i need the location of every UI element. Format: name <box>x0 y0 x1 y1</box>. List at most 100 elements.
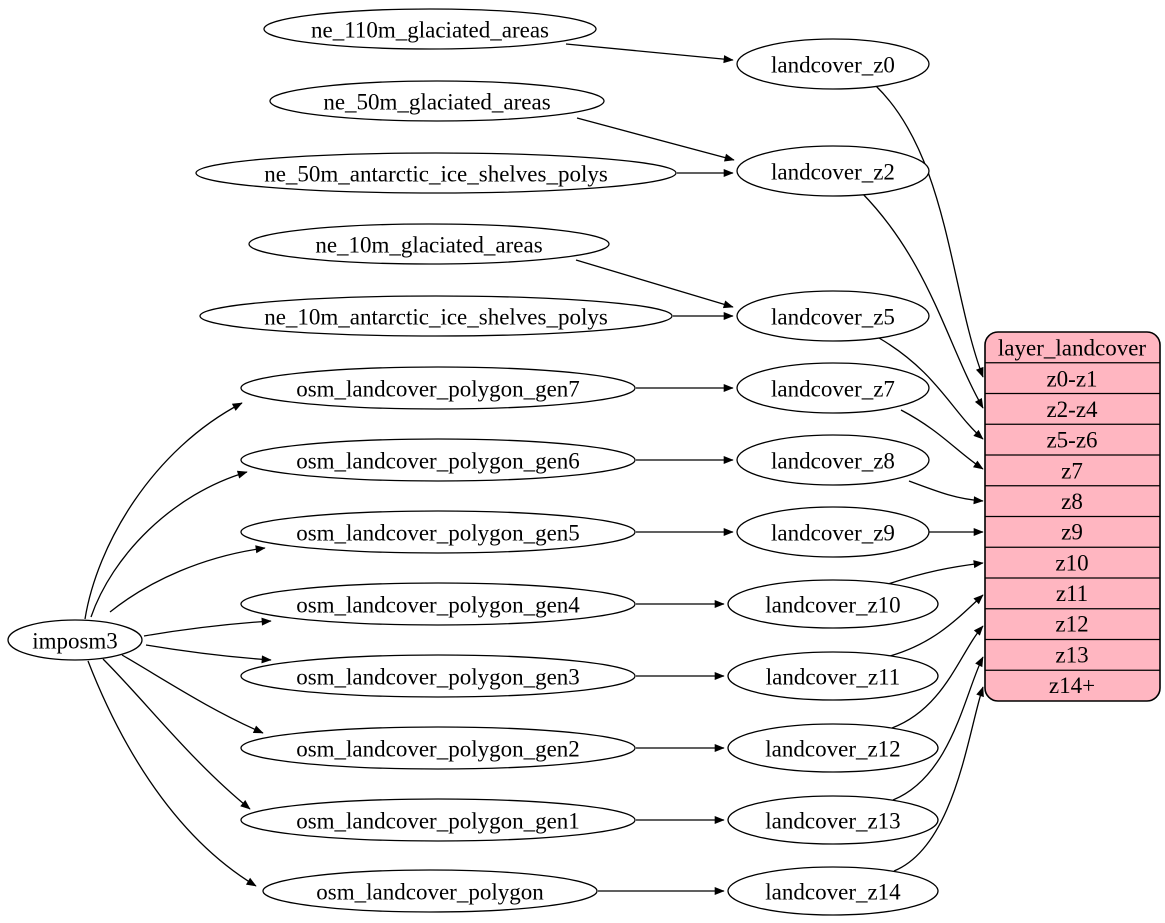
node-ne-10m-antarctic-ice-shelves-polys: ne_10m_antarctic_ice_shelves_polys <box>199 295 673 337</box>
node-landcover-z8: landcover_z8 <box>736 434 930 486</box>
node-shape <box>727 795 939 845</box>
node-shape <box>240 438 636 482</box>
table-title: layer_landcover <box>998 336 1146 361</box>
node-shape <box>736 290 930 342</box>
node-label: landcover_z0 <box>771 53 895 78</box>
node-landcover-z12: landcover_z12 <box>727 723 939 773</box>
node-label: landcover_z13 <box>765 809 900 834</box>
node-label: osm_landcover_polygon_gen3 <box>296 665 580 690</box>
node-label: osm_landcover_polygon_gen1 <box>296 809 580 834</box>
node-label: landcover_z14 <box>765 880 901 905</box>
edge-ne-110m-glaciated-areas-to-landcover-z0 <box>565 43 734 64</box>
node-osm-landcover-polygon-gen4: osm_landcover_polygon_gen4 <box>240 582 636 626</box>
node-landcover-z0: landcover_z0 <box>736 38 930 90</box>
edge-ne-10m-glaciated-areas-to-landcover-z5 <box>575 259 734 309</box>
node-label: osm_landcover_polygon_gen6 <box>296 449 580 474</box>
node-landcover-z13: landcover_z13 <box>727 795 939 845</box>
node-label: ne_10m_glaciated_areas <box>315 233 542 258</box>
node-shape <box>727 579 939 629</box>
node-osm-landcover-polygon: osm_landcover_polygon <box>262 869 598 913</box>
node-shape <box>736 38 930 90</box>
node-label: osm_landcover_polygon <box>316 880 544 905</box>
node-shape <box>736 145 930 197</box>
node-label: landcover_z5 <box>771 305 895 330</box>
edge-landcover-z0-to-row-z0-z1 <box>875 85 984 378</box>
table-row-z13: z13 <box>1055 643 1088 668</box>
table-row-z2-z4: z2-z4 <box>1046 397 1098 422</box>
node-ne-110m-glaciated-areas: ne_110m_glaciated_areas <box>263 8 597 50</box>
edge-landcover-z5-to-row-z5-z6 <box>878 337 984 440</box>
node-ne-50m-glaciated-areas: ne_50m_glaciated_areas <box>269 80 605 122</box>
table-row-z11: z11 <box>1056 581 1088 606</box>
node-shape <box>7 619 143 661</box>
node-label: landcover_z11 <box>766 665 901 690</box>
table-row-z12: z12 <box>1055 612 1088 637</box>
table-row-z0-z1: z0-z1 <box>1046 367 1097 392</box>
edge-landcover-z2-to-row-z2-z4 <box>860 191 984 409</box>
node-landcover-z7: landcover_z7 <box>736 362 930 414</box>
node-osm-landcover-polygon-gen6: osm_landcover_polygon_gen6 <box>240 438 636 482</box>
table-row-z10: z10 <box>1055 551 1088 576</box>
edge-imposm3-to-gen3 <box>145 644 272 664</box>
node-shape <box>240 582 636 626</box>
edge-landcover-z14-to-row-z14plus <box>893 686 984 872</box>
node-shape <box>727 651 939 701</box>
node-label: osm_landcover_polygon_gen2 <box>296 737 580 762</box>
edge-landcover-z10-to-row-z10 <box>887 560 984 585</box>
table-layer-landcover: layer_landcover z0-z1 z2-z4 z5-z6 z7 z8 … <box>984 331 1161 702</box>
edge-imposm3-to-gen2 <box>121 654 264 734</box>
node-landcover-z5: landcover_z5 <box>736 290 930 342</box>
node-landcover-z9: landcover_z9 <box>736 506 930 558</box>
node-shape <box>727 866 939 916</box>
node-label: landcover_z2 <box>771 160 895 185</box>
node-shape <box>240 726 636 770</box>
node-label: ne_10m_antarctic_ice_shelves_polys <box>264 305 608 330</box>
edge-imposm3-to-gen4 <box>143 617 272 637</box>
node-landcover-z14: landcover_z14 <box>727 866 939 916</box>
edge-landcover-z12-to-row-z12 <box>891 625 984 729</box>
node-label: landcover_z10 <box>765 593 900 618</box>
node-shape <box>269 80 605 122</box>
edge-imposm3-to-gen5 <box>109 545 266 613</box>
edge-landcover-z8-to-row-z8 <box>908 480 984 505</box>
node-shape <box>240 654 636 698</box>
edge-imposm3-to-gen7 <box>84 402 243 620</box>
node-osm-landcover-polygon-gen2: osm_landcover_polygon_gen2 <box>240 726 636 770</box>
node-shape <box>736 362 930 414</box>
node-label: imposm3 <box>32 629 118 654</box>
node-landcover-z10: landcover_z10 <box>727 579 939 629</box>
node-shape <box>736 434 930 486</box>
table-row-z14plus: z14+ <box>1049 673 1095 698</box>
node-shape <box>727 723 939 773</box>
node-label: ne_50m_glaciated_areas <box>323 90 550 115</box>
node-shape <box>248 223 610 265</box>
node-osm-landcover-polygon-gen7: osm_landcover_polygon_gen7 <box>240 366 636 410</box>
table-row-z8: z8 <box>1061 489 1083 514</box>
node-shape <box>736 506 930 558</box>
node-label: landcover_z12 <box>765 737 900 762</box>
node-label: osm_landcover_polygon_gen4 <box>296 593 580 618</box>
node-label: osm_landcover_polygon_gen7 <box>296 377 580 402</box>
edge-imposm3-to-osm-landcover-polygon <box>87 660 257 887</box>
table-row-z9: z9 <box>1061 520 1083 545</box>
edge-landcover-z13-to-row-z13 <box>892 656 984 801</box>
node-ne-10m-glaciated-areas: ne_10m_glaciated_areas <box>248 223 610 265</box>
node-label: osm_landcover_polygon_gen5 <box>296 521 580 546</box>
node-shape <box>262 869 598 913</box>
table-row-z5-z6: z5-z6 <box>1046 428 1097 453</box>
node-landcover-z11: landcover_z11 <box>727 651 939 701</box>
node-shape <box>240 366 636 410</box>
node-shape <box>263 8 597 50</box>
node-osm-landcover-polygon-gen5: osm_landcover_polygon_gen5 <box>240 510 636 554</box>
edges-layer <box>84 43 984 895</box>
node-shape <box>240 798 636 842</box>
node-shape <box>240 510 636 554</box>
node-osm-landcover-polygon-gen1: osm_landcover_polygon_gen1 <box>240 798 636 842</box>
node-shape <box>195 152 677 194</box>
node-label: landcover_z8 <box>771 449 895 474</box>
edge-imposm3-to-gen1 <box>102 658 251 810</box>
edge-landcover-z7-to-row-z7 <box>900 409 984 470</box>
node-imposm3: imposm3 <box>7 619 143 661</box>
